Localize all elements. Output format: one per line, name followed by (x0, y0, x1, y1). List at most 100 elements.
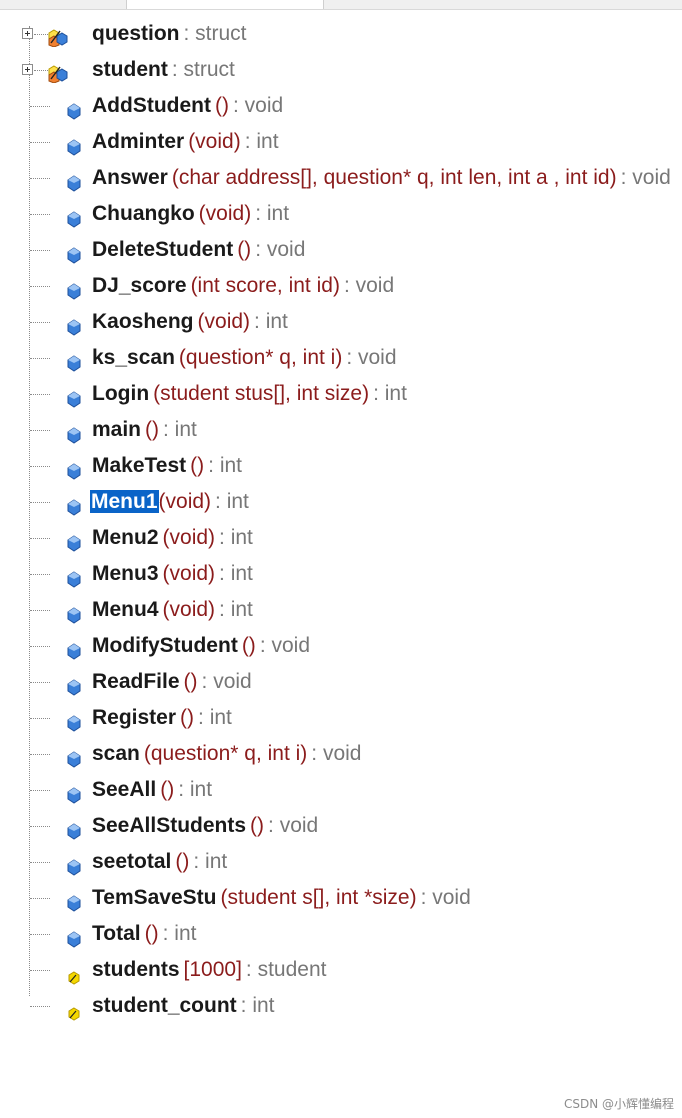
symbol-name: ks_scan (92, 346, 175, 369)
symbol-args: () (237, 238, 252, 261)
tree-row-function[interactable]: DeleteStudent(): void (0, 232, 682, 268)
tree-row-function[interactable]: Login(student stus[], int size): int (0, 376, 682, 412)
tree-row-label: DJ_score(int score, int id): void (92, 268, 394, 304)
tree-connector (30, 862, 50, 863)
symbol-args: () (175, 850, 190, 873)
tree-row-function[interactable]: Adminter(void): int (0, 124, 682, 160)
tree-connector (30, 934, 50, 935)
tree-row-struct[interactable]: question: struct (0, 16, 682, 52)
symbol-type: : int (219, 526, 253, 549)
tree-row-function[interactable]: ks_scan(question* q, int i): void (0, 340, 682, 376)
function-icon (64, 385, 84, 408)
symbol-name: question (92, 22, 180, 45)
symbol-type: : int (193, 850, 228, 873)
tree-row-function[interactable]: MakeTest(): int (0, 448, 682, 484)
function-icon (64, 97, 84, 120)
tree-row-struct[interactable]: student: struct (0, 52, 682, 88)
function-icon (64, 565, 84, 588)
tree-row-variable[interactable]: students[1000]: student (0, 952, 682, 988)
symbol-name: AddStudent (92, 94, 211, 117)
tree-row-function[interactable]: ReadFile(): void (0, 664, 682, 700)
tree-connector (34, 70, 50, 71)
tree-connector (30, 358, 50, 359)
tree-row-label: main(): int (92, 412, 197, 448)
tree-connector (30, 538, 50, 539)
symbol-type: : struct (171, 58, 235, 81)
tree-row-function[interactable]: SeeAll(): int (0, 772, 682, 808)
symbol-type: : int (178, 778, 213, 801)
tree-connector (30, 286, 50, 287)
symbol-type: : int (215, 490, 249, 513)
symbol-args: (int score, int id) (190, 274, 340, 297)
symbol-type: : int (373, 382, 407, 405)
tree-row-label: student_count: int (92, 988, 275, 1024)
tree-row-label: seetotal(): int (92, 844, 227, 880)
symbol-args: (void) (188, 130, 241, 153)
tree-row-function[interactable]: Answer(char address[], question* q, int … (0, 160, 682, 196)
symbol-args: () (160, 778, 175, 801)
tree-row-label: ReadFile(): void (92, 664, 252, 700)
tree-row-function[interactable]: Kaosheng(void): int (0, 304, 682, 340)
tree-row-label: Menu4(void): int (92, 592, 253, 628)
symbol-name: Login (92, 382, 150, 405)
symbol-name: Adminter (92, 130, 185, 153)
symbol-type: : void (346, 346, 397, 369)
tree-guide-line (29, 26, 30, 996)
symbol-args: (void) (158, 490, 212, 513)
symbol-args: () (214, 94, 229, 117)
tree-connector (30, 106, 50, 107)
expand-plus-icon[interactable] (22, 64, 33, 75)
tree-row-label: AddStudent(): void (92, 88, 283, 124)
tree-row-function[interactable]: SeeAllStudents(): void (0, 808, 682, 844)
tree-row-label: Adminter(void): int (92, 124, 279, 160)
tree-connector (30, 754, 50, 755)
function-icon (64, 421, 84, 444)
expand-plus-icon[interactable] (22, 28, 33, 39)
tree-row-function[interactable]: seetotal(): int (0, 844, 682, 880)
tree-row-function[interactable]: Register(): int (0, 700, 682, 736)
tree-row-function[interactable]: Menu2(void): int (0, 520, 682, 556)
tree-row-function[interactable]: Menu1(void): int (0, 484, 682, 520)
symbol-args: (student stus[], int size) (153, 382, 370, 405)
function-icon (64, 601, 84, 624)
tree-connector (30, 610, 50, 611)
function-icon (64, 133, 84, 156)
struct-icon (48, 59, 84, 84)
symbol-type: : student (245, 958, 327, 981)
tree-row-function[interactable]: TemSaveStu(student s[], int *size): void (0, 880, 682, 916)
symbol-type: : void (420, 886, 471, 909)
tree-row-function[interactable]: ModifyStudent(): void (0, 628, 682, 664)
symbol-args: [1000] (183, 958, 242, 981)
tree-row-function[interactable]: scan(question* q, int i): void (0, 736, 682, 772)
tree-connector (30, 1006, 50, 1007)
tree-connector (30, 898, 50, 899)
tree-row-function[interactable]: Chuangko(void): int (0, 196, 682, 232)
tree-connector (30, 214, 50, 215)
symbol-name: DeleteStudent (92, 238, 234, 261)
tree-connector (34, 34, 50, 35)
tree-row-function[interactable]: Total(): int (0, 916, 682, 952)
tree-row-variable[interactable]: student_count: int (0, 988, 682, 1024)
symbol-name: student_count (92, 994, 237, 1017)
symbol-args: (student s[], int *size) (220, 886, 417, 909)
symbol-args: () (183, 670, 198, 693)
function-icon (64, 313, 84, 336)
tree-row-label: Answer(char address[], question* q, int … (92, 160, 671, 196)
symbol-name: SeeAll (92, 778, 157, 801)
symbol-args: (void) (162, 526, 216, 549)
tree-row-function[interactable]: Menu4(void): int (0, 592, 682, 628)
tree-connector (30, 790, 50, 791)
tree-row-function[interactable]: DJ_score(int score, int id): void (0, 268, 682, 304)
function-icon (64, 781, 84, 804)
symbol-args: () (250, 814, 265, 837)
symbol-type: : int (255, 202, 290, 225)
tree-row-function[interactable]: AddStudent(): void (0, 88, 682, 124)
tab-strip (0, 0, 682, 10)
tree-row-function[interactable]: main(): int (0, 412, 682, 448)
function-icon (64, 709, 84, 732)
tree-row-function[interactable]: Menu3(void): int (0, 556, 682, 592)
tab-inactive[interactable] (0, 0, 127, 9)
tree-row-label: TemSaveStu(student s[], int *size): void (92, 880, 471, 916)
tab-active[interactable] (126, 0, 324, 9)
